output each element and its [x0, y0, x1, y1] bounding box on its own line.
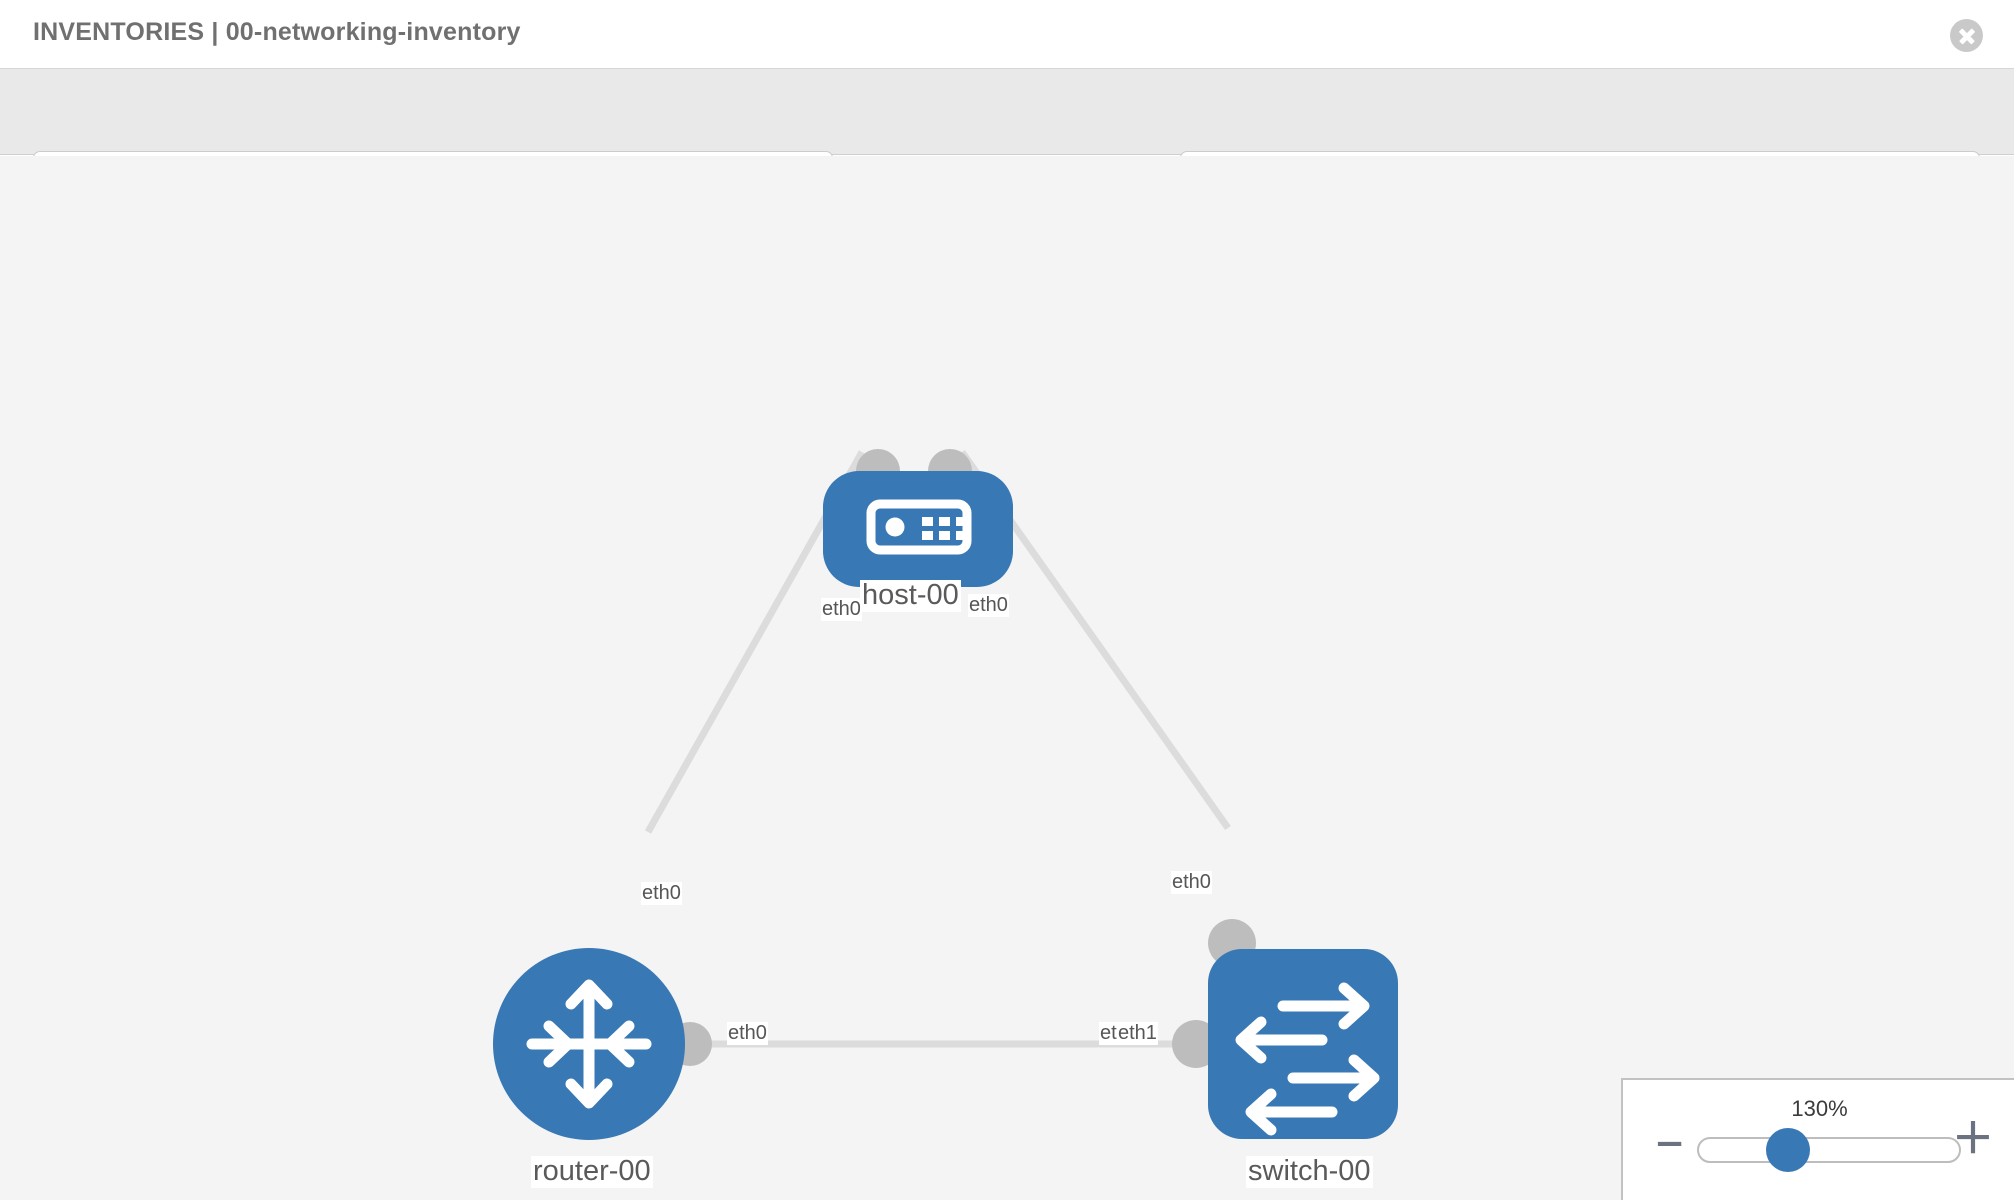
zoom-out-button[interactable]: ‒	[1658, 1117, 1682, 1164]
node-label-router-00: router-00	[531, 1155, 653, 1188]
zoom-slider-thumb[interactable]	[1766, 1128, 1810, 1172]
zoom-in-button[interactable]: ＋	[1951, 1115, 1994, 1162]
node-switch-00	[1208, 949, 1398, 1139]
node-host-00	[823, 471, 1013, 587]
port-label-router-eth0: eth0	[727, 1022, 768, 1045]
port-label-switch-eth1: eth1	[1117, 1022, 1158, 1045]
port-label-switch-uplink-eth0: eth0	[1171, 871, 1212, 894]
topology-canvas[interactable]: eth0 host-00 eth0 eth0 eth0 eth0 eth eth…	[0, 156, 2014, 1200]
zoom-control-panel: 130% ‒ ＋	[1621, 1078, 2014, 1200]
topology-graph	[493, 449, 1398, 1140]
switch-icon	[1235, 982, 1380, 1136]
toolbar: ACTIONS SEARCH	[0, 69, 2014, 201]
port-label-host-eth0-left: eth0	[821, 598, 862, 621]
page-title: INVENTORIES | 00-networking-inventory	[33, 18, 521, 46]
node-label-host-00: host-00	[860, 579, 961, 612]
zoom-percent-label: 130%	[1791, 1096, 1848, 1121]
port-label-router-uplink-eth0: eth0	[641, 882, 682, 905]
page-header: INVENTORIES | 00-networking-inventory	[0, 0, 2014, 69]
node-label-switch-00: switch-00	[1246, 1155, 1373, 1188]
close-icon[interactable]	[1950, 19, 1983, 52]
node-router-00	[493, 948, 685, 1140]
host-icon	[866, 499, 972, 555]
zoom-slider-track[interactable]	[1697, 1137, 1961, 1163]
port-label-host-eth0-right: eth0	[968, 594, 1009, 617]
router-icon	[526, 979, 652, 1109]
